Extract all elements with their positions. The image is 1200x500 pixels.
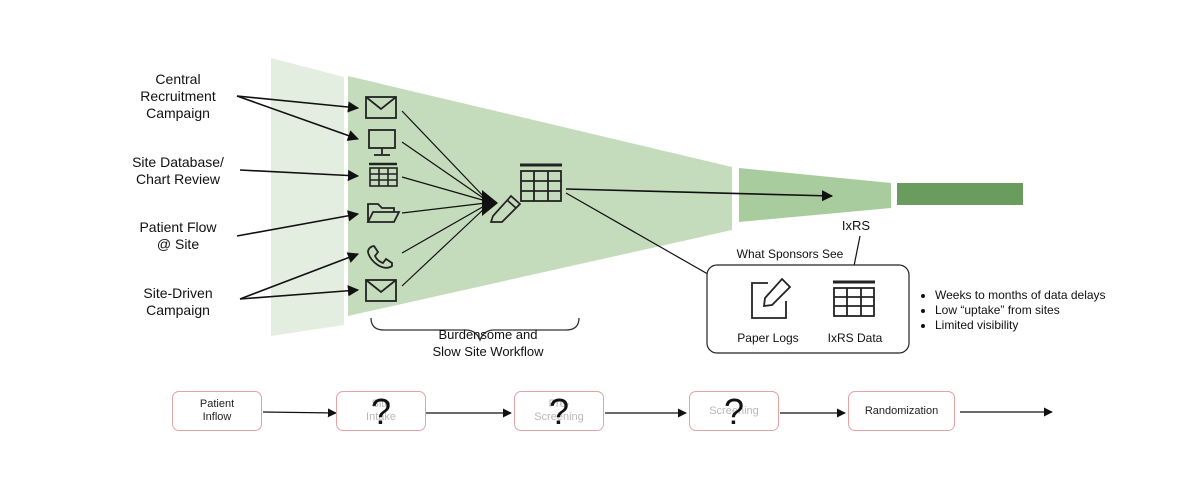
sponsor-view-box (706, 264, 910, 354)
converging-lines (401, 110, 487, 287)
stage-pre-screening: Pre- Screening ? (514, 391, 604, 432)
paper-logs-label: Paper Logs (737, 331, 799, 345)
phone-icon (367, 245, 393, 269)
stage-patient-inflow: Patient Inflow (172, 391, 262, 431)
stage-site-intake: Site Intake ? (336, 391, 426, 432)
hub-arrowhead-icon (482, 190, 498, 216)
workflow-brace (370, 317, 580, 342)
stage-label: Pre- Screening (534, 398, 584, 423)
envelope-icon (365, 279, 397, 302)
unknown-mark: ? (548, 391, 570, 432)
stage-label: Screening (709, 404, 759, 417)
source-label-central: Central Recruitment Campaign (140, 71, 216, 121)
hub-table-icon (520, 163, 562, 202)
unknown-mark: ? (370, 391, 392, 432)
ixrs-data-label: IxRS Data (827, 331, 883, 345)
funnel-tip-segment (897, 183, 1023, 205)
table-icon (369, 162, 398, 187)
ixrs-label: IxRS (841, 218, 871, 233)
source-label-database: Site Database/ Chart Review (132, 154, 224, 187)
stage-randomization: Randomization (848, 391, 955, 431)
unknown-mark: ? (723, 391, 745, 432)
source-arrows (236, 95, 360, 300)
source-label-sitedriven: Site-Driven Campaign (143, 285, 213, 318)
stage-arrows (262, 407, 1053, 418)
monitor-icon (368, 129, 396, 156)
workflow-note: Burdensome and Slow Site Workflow (432, 327, 544, 359)
sponsors-heading: What Sponsors See (736, 247, 844, 261)
bullet-item: Low “uptake” from sites (935, 303, 1106, 318)
sponsor-pain-points: Weeks to months of data delays Low “upta… (921, 288, 1106, 333)
stage-label: Site Intake (366, 398, 396, 423)
bullet-item: Limited visibility (935, 318, 1106, 333)
envelope-icon (365, 96, 397, 119)
funnel-main-segment (348, 76, 732, 316)
folder-icon (366, 203, 401, 223)
sponsor-connector (565, 192, 721, 282)
stage-label: Patient Inflow (199, 398, 235, 423)
ixrs-data-table-icon (833, 280, 875, 317)
stage-screening: Screening ? (689, 391, 779, 432)
source-label-flow: Patient Flow @ Site (139, 219, 217, 252)
stage-label: Randomization (864, 404, 939, 417)
bullet-item: Weeks to months of data delays (935, 288, 1106, 303)
ixrs-arrow (565, 188, 834, 202)
pencil-icon (489, 194, 522, 223)
edit-icon (751, 277, 792, 319)
ixrs-connector (853, 235, 861, 267)
